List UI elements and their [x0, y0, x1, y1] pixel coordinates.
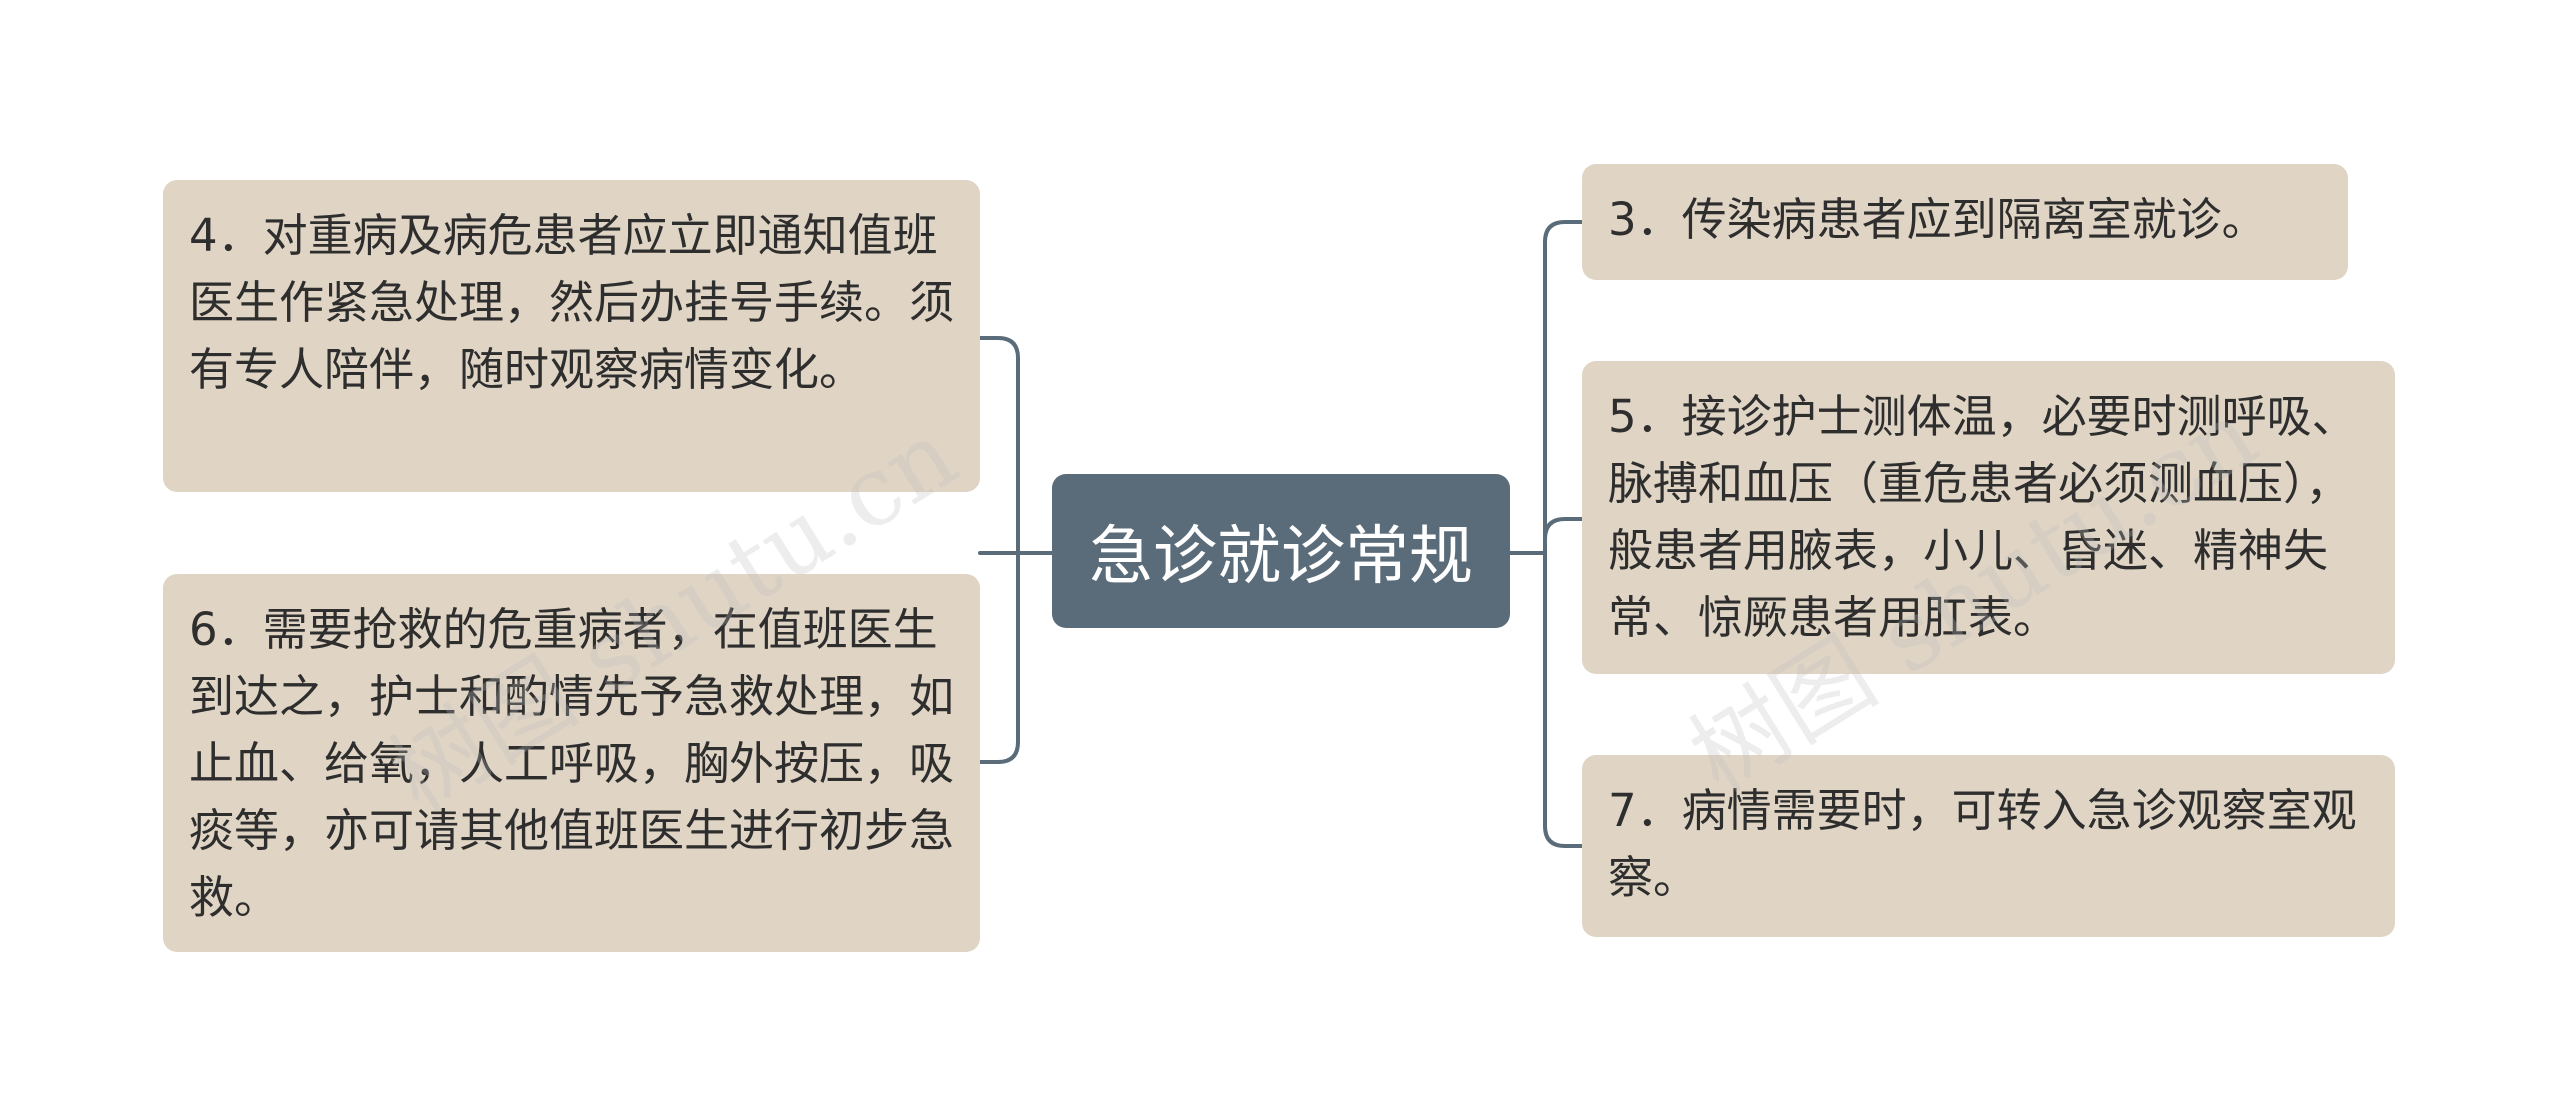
connector-right-item-3 — [1543, 551, 1584, 848]
left-topic-2[interactable]: 6．需要抢救的危重病者，在值班医生到达之，护士和酌情先予急救处理，如止血、给氧，… — [163, 574, 980, 952]
connector-left-item-2 — [978, 551, 1020, 764]
left-topic-1[interactable]: 4．对重病及病危患者应立即通知值班医生作紧急处理，然后办挂号手续。须有专人陪伴，… — [163, 180, 980, 492]
left-topic-1-text: 4．对重病及病危患者应立即通知值班医生作紧急处理，然后办挂号手续。须有专人陪伴，… — [189, 209, 955, 396]
right-topic-2-text: 5．接诊护士测体温，必要时测呼吸、脉搏和血压（重危患者必须测血压），般患者用腋表… — [1608, 390, 2357, 644]
connector-right-item-2 — [1543, 517, 1584, 555]
right-topic-1-text: 3．传染病患者应到隔离室就诊。 — [1608, 193, 2267, 246]
connector-right-item-1 — [1543, 220, 1584, 555]
right-topic-3[interactable]: 7．病情需要时，可转入急诊观察室观察。 — [1582, 755, 2395, 937]
right-topic-1[interactable]: 3．传染病患者应到隔离室就诊。 — [1582, 164, 2348, 280]
central-topic[interactable]: 急诊就诊常规 — [1052, 474, 1510, 628]
central-topic-label: 急诊就诊常规 — [1089, 520, 1473, 594]
left-topic-2-text: 6．需要抢救的危重病者，在值班医生到达之，护士和酌情先予急救处理，如止血、给氧，… — [189, 603, 955, 924]
connector-left-item-1 — [978, 336, 1020, 555]
right-topic-2[interactable]: 5．接诊护士测体温，必要时测呼吸、脉搏和血压（重危患者必须测血压），般患者用腋表… — [1582, 361, 2395, 674]
right-topic-3-text: 7．病情需要时，可转入急诊观察室观察。 — [1608, 784, 2357, 904]
